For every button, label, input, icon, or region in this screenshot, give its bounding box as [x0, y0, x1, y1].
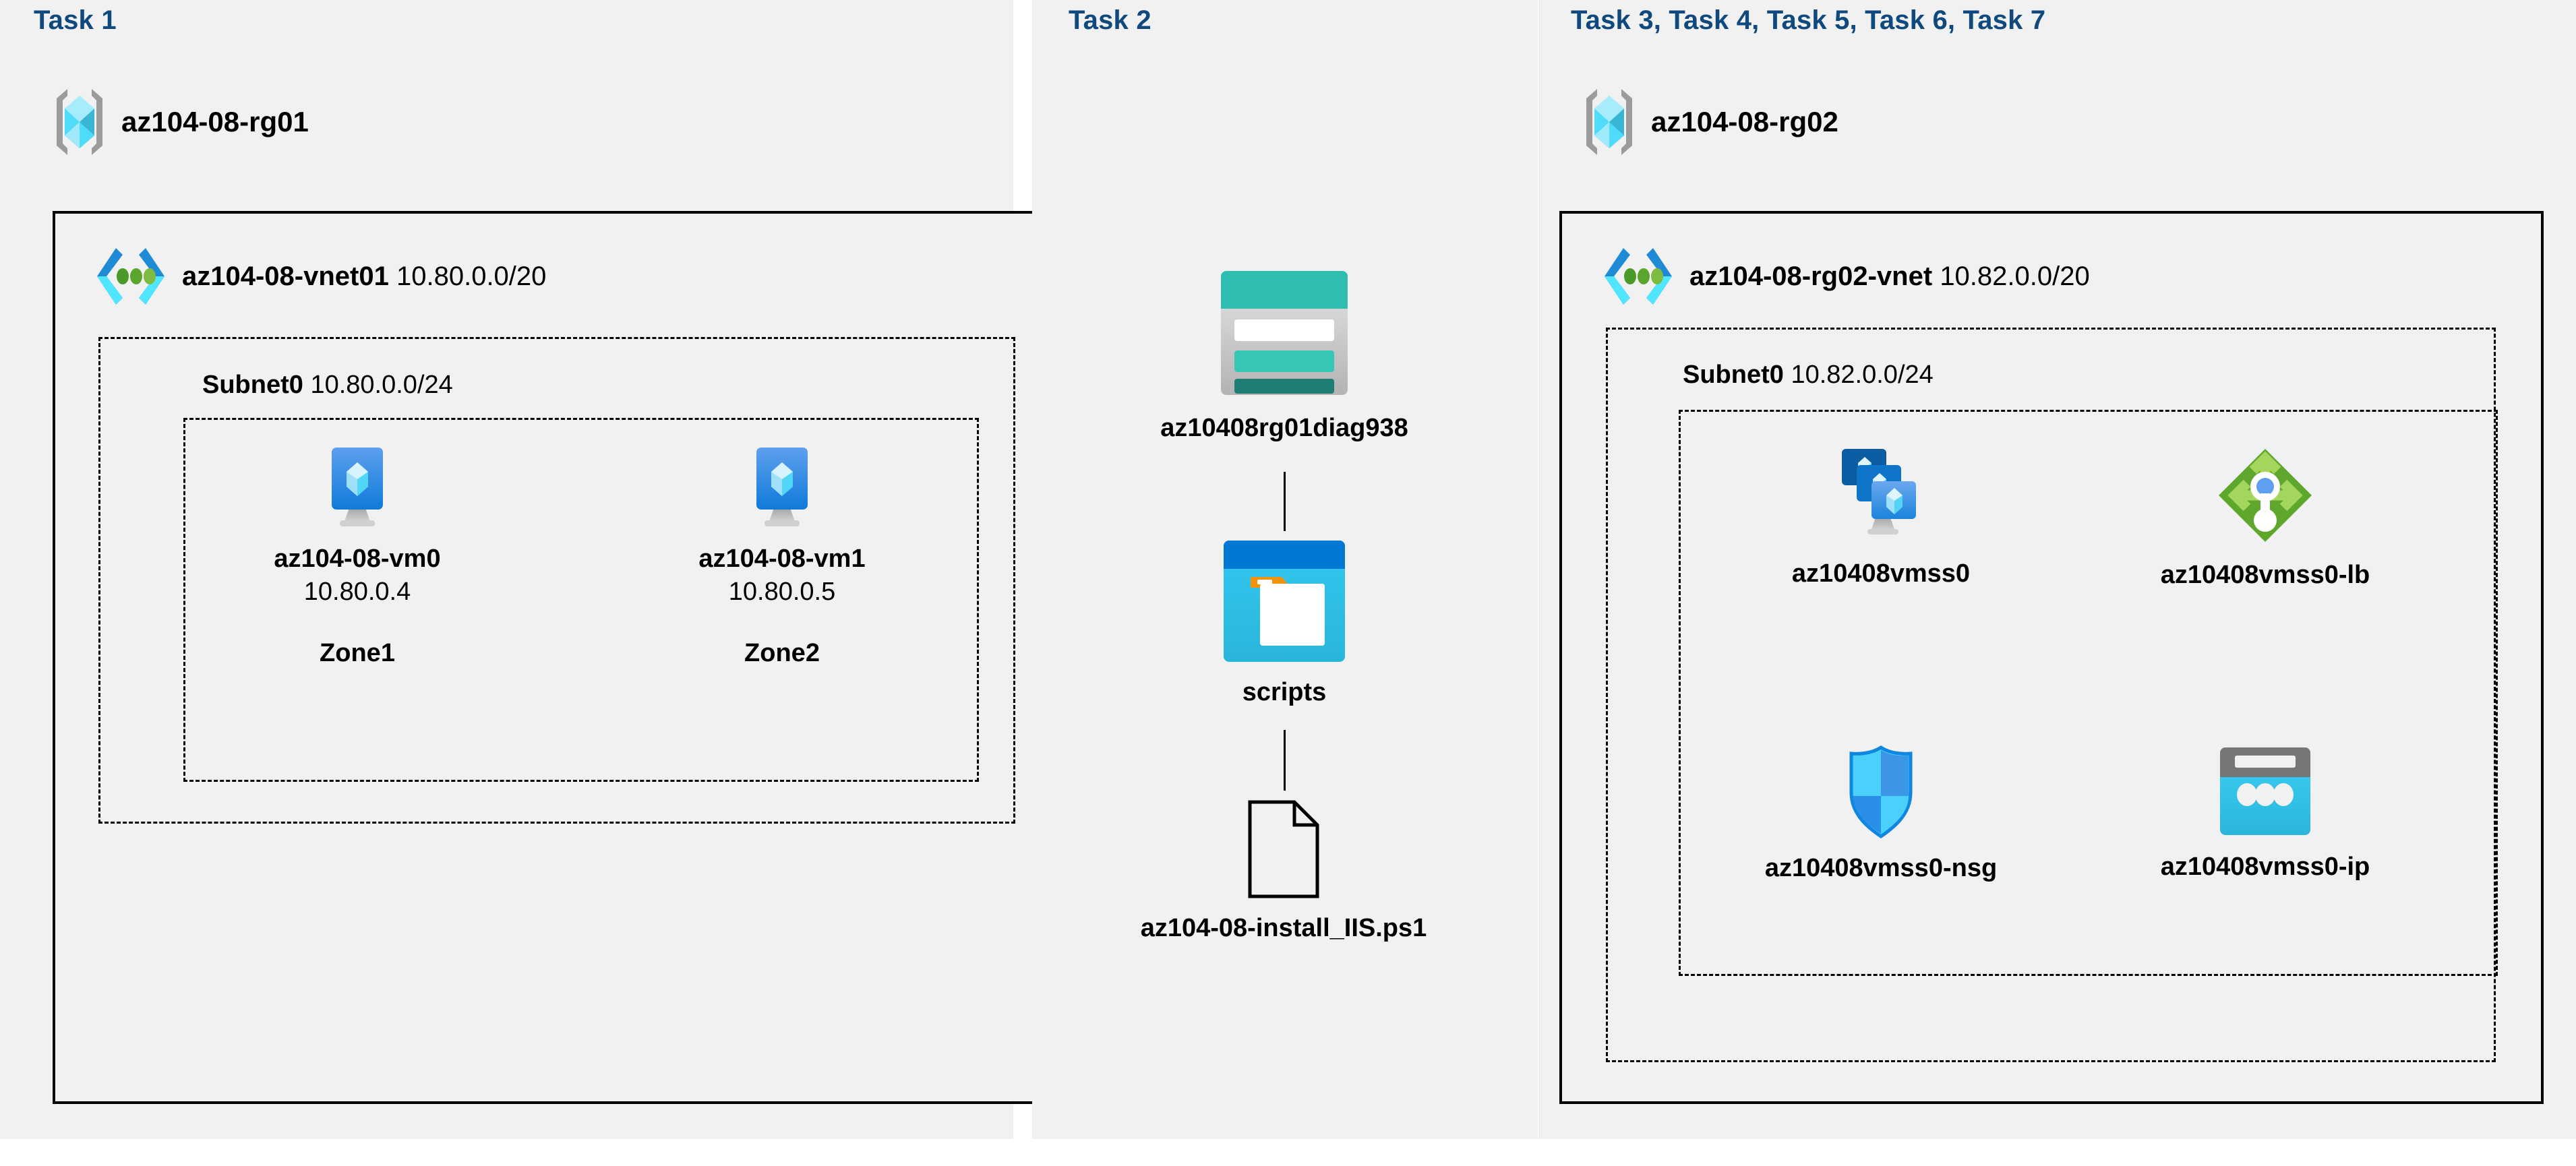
vm-node-az104-08-vm1[interactable]: az104-08-vm1 10.80.0.5 Zone2 [674, 445, 890, 668]
vmss-node[interactable]: az10408vmss0 [1726, 445, 2036, 588]
blob-container-icon [1222, 539, 1346, 663]
vm1-name: az104-08-vm1 [698, 545, 866, 573]
task1-vnet-header: az104-08-vnet01 10.80.0.0/20 [96, 245, 546, 307]
task3-7-resource-group: az104-08-rg02 [1582, 86, 1838, 158]
task1-vnet-label: az104-08-vnet01 10.80.0.0/20 [182, 262, 546, 292]
connector-storage-to-scripts [1284, 472, 1286, 531]
task3-7-vnet-box [1559, 211, 2544, 1104]
task3-7-vnet-cidr: 10.82.0.0/20 [1940, 261, 2090, 291]
virtual-network-icon [96, 245, 166, 307]
vm0-name: az104-08-vm0 [274, 545, 441, 573]
task3-7-resource-group-box [1679, 410, 2498, 976]
task3-7-subnet-name: Subnet0 [1683, 361, 1784, 389]
nsg-name: az10408vmss0-nsg [1764, 854, 1998, 882]
public-ip-name: az10408vmss0-ip [2160, 853, 2370, 881]
task1-subnet-label: Subnet0 10.80.0.0/24 [202, 371, 453, 400]
connector-scripts-to-file [1284, 730, 1286, 791]
task1-resource-group: az104-08-rg01 [53, 86, 309, 158]
task1-vm-group-box [183, 418, 979, 782]
virtual-network-icon [1603, 245, 1673, 307]
script-file-node[interactable]: az104-08-install_IIS.ps1 [1068, 799, 1499, 943]
resource-group-icon [1582, 86, 1636, 158]
storage-account-name: az10408rg01diag938 [1160, 414, 1408, 442]
nsg-node[interactable]: az10408vmss0-nsg [1702, 745, 2060, 883]
public-ip-node[interactable]: az10408vmss0-ip [2110, 745, 2420, 882]
task1-vnet-cidr: 10.80.0.0/20 [396, 261, 547, 291]
task3-7-title: Task 3, Task 4, Task 5, Task 6, Task 7 [1571, 5, 2046, 35]
task1-title: Task 1 [34, 5, 117, 35]
task1-subnet-cidr: 10.80.0.0/24 [310, 371, 453, 399]
vmss-name: az10408vmss0 [1791, 559, 1971, 588]
vm-node-az104-08-vm0[interactable]: az104-08-vm0 10.80.0.4 Zone1 [249, 445, 465, 668]
file-icon [1246, 799, 1321, 899]
public-ip-address-icon [2217, 745, 2313, 838]
task3-7-subnet-cidr: 10.82.0.0/24 [1791, 361, 1934, 389]
vm0-ip: 10.80.0.4 [303, 578, 411, 606]
virtual-machine-icon [746, 445, 818, 530]
load-balancer-name: az10408vmss0-lb [2160, 561, 2370, 589]
task2-title: Task 2 [1069, 5, 1151, 35]
task1-subnet-name: Subnet0 [202, 371, 303, 399]
task3-7-vnet-name: az104-08-rg02-vnet [1689, 261, 1933, 291]
task3-7-vnet-label: az104-08-rg02-vnet 10.82.0.0/20 [1689, 262, 2090, 292]
load-balancer-icon [2215, 445, 2316, 546]
vm0-zone: Zone1 [320, 639, 395, 667]
storage-account-node[interactable]: az10408rg01diag938 [1085, 267, 1483, 443]
task3-7-subnet-box [1606, 328, 2496, 1062]
vm1-zone: Zone2 [744, 639, 820, 667]
network-security-group-icon [1843, 745, 1919, 839]
task1-subnet-box [98, 337, 1015, 824]
vm-scale-set-icon [1830, 445, 1932, 545]
task3-7-subnet-label: Subnet0 10.82.0.0/24 [1683, 361, 1934, 390]
vm1-ip: 10.80.0.5 [728, 578, 836, 606]
task1-vnet-name: az104-08-vnet01 [182, 261, 389, 291]
virtual-machine-icon [321, 445, 394, 530]
resource-group-icon [53, 86, 107, 158]
load-balancer-node[interactable]: az10408vmss0-lb [2103, 445, 2427, 590]
script-file-name: az104-08-install_IIS.ps1 [1140, 914, 1427, 942]
task3-7-vnet-header: az104-08-rg02-vnet 10.82.0.0/20 [1603, 245, 2090, 307]
blob-container-name: scripts [1242, 678, 1327, 706]
task1-resource-group-name: az104-08-rg01 [121, 106, 309, 137]
task3-7-resource-group-name: az104-08-rg02 [1651, 106, 1838, 137]
storage-account-icon [1217, 267, 1352, 399]
blob-container-node[interactable]: scripts [1146, 539, 1422, 707]
